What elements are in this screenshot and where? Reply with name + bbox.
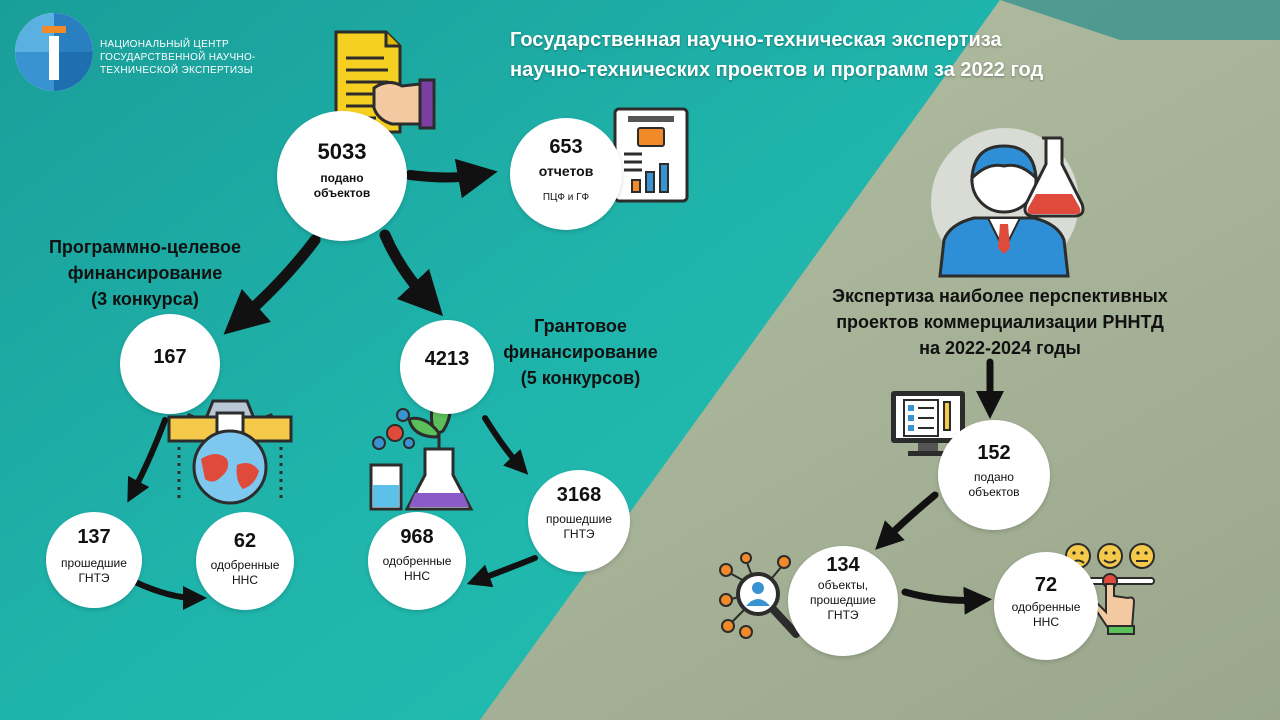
- page-title: Государственная научно-техническая экспе…: [510, 25, 1043, 85]
- reports-value: 653: [549, 136, 583, 158]
- node-ptf-approved: 62 одобренные ННС: [196, 512, 294, 610]
- magnifier-network-icon: [719, 552, 800, 639]
- arrow-grant-passed-to-approved: [466, 555, 538, 588]
- node-ptf: 167: [120, 314, 220, 414]
- arrow-to-grant-passed: [482, 415, 529, 475]
- label-line: Программно-целевое: [48, 237, 242, 257]
- org-line: ГОСУДАРСТВЕННОЙ НАУЧНО-: [100, 52, 256, 63]
- grant-approved-caption: одобренные ННС: [368, 554, 466, 584]
- label-line: (5 конкурсов): [520, 368, 641, 388]
- rnntd-passed-caption: объекты, прошедшие ГНТЭ: [788, 578, 898, 623]
- caption-line: подано: [974, 470, 1014, 484]
- node-submitted: 5033 подано объектов: [277, 111, 407, 241]
- ptf-approved-caption: одобренные ННС: [196, 558, 294, 588]
- caption-line: одобренные: [1011, 600, 1081, 614]
- node-ptf-passed: 137 прошедшие ГНТЭ: [46, 512, 142, 608]
- rnntd-passed-value: 134: [826, 554, 860, 576]
- label-line: Грантовое: [534, 316, 627, 336]
- caption-line: ННС: [404, 569, 430, 583]
- caption-line: прошедшие: [810, 593, 876, 607]
- rnntd-label: Экспертиза наиболее перспективных проект…: [790, 283, 1210, 361]
- label-line: проектов коммерциализации РННТД: [836, 312, 1164, 332]
- org-line: ТЕХНИЧЕСКОЙ ЭКСПЕРТИЗЫ: [100, 65, 253, 76]
- label-line: Экспертиза наиболее перспективных: [832, 286, 1168, 306]
- computer-checklist-icon: [891, 391, 965, 456]
- arrow-ptf-passed-to-approved: [132, 579, 207, 610]
- label-line: финансирование: [503, 342, 658, 362]
- submitted-value: 5033: [317, 139, 367, 164]
- org-line: НАЦИОНАЛЬНЫЙ ЦЕНТР: [100, 39, 229, 50]
- ptf-passed-caption: прошедшие ГНТЭ: [46, 556, 142, 586]
- reports-label: отчетов: [538, 163, 594, 179]
- node-grant: 4213: [400, 320, 494, 414]
- ptf-value: 167: [153, 346, 187, 368]
- caption-line: ННС: [1033, 615, 1059, 629]
- caption-line: одобренные: [210, 558, 280, 572]
- rnntd-submitted-caption: подано объектов: [938, 470, 1050, 500]
- node-rnntd-passed: 134 объекты, прошедшие ГНТЭ: [788, 546, 898, 656]
- caption-line: объектов: [968, 485, 1020, 499]
- caption-line: ННС: [232, 573, 258, 587]
- caption-line: объекты,: [817, 578, 869, 592]
- title-line: Государственная научно-техническая экспе…: [510, 29, 1002, 51]
- node-grant-approved: 968 одобренные ННС: [368, 512, 466, 610]
- ptf-approved-value: 62: [233, 530, 257, 552]
- arrow-to-ptf: [223, 234, 321, 335]
- caption-line: одобренные: [382, 554, 452, 568]
- scientist-icon: [931, 128, 1085, 278]
- title-line: научно-технических проектов и программ з…: [510, 59, 1044, 81]
- caption-line: ГНТЭ: [827, 608, 859, 622]
- caption-line: прошедшие: [61, 556, 127, 570]
- label-line: финансирование: [67, 263, 223, 283]
- grant-approved-value: 968: [400, 526, 434, 548]
- gear-flask-globe-icon: [167, 399, 293, 505]
- caption-line: подано: [320, 171, 364, 185]
- grant-value: 4213: [424, 348, 470, 370]
- arrow-to-reports: [405, 158, 498, 199]
- plant-flask-icon: [369, 391, 474, 511]
- node-grant-passed: 3168 прошедшие ГНТЭ: [528, 470, 630, 572]
- rnntd-submitted-value: 152: [977, 442, 1011, 464]
- arrow-to-ptf-passed: [127, 417, 168, 503]
- grant-passed-value: 3168: [556, 484, 602, 506]
- caption-line: ГНТЭ: [78, 571, 110, 585]
- node-reports: 653 отчетов ПЦФ и ГФ: [510, 118, 622, 230]
- node-rnntd-approved: 72 одобренные ННС: [994, 552, 1098, 660]
- caption-line: ГНТЭ: [563, 527, 595, 541]
- submitted-caption: подано объектов: [277, 171, 407, 201]
- reports-note: ПЦФ и ГФ: [542, 192, 590, 203]
- arrow-to-grant: [379, 229, 444, 317]
- rnntd-approved-caption: одобренные ННС: [994, 600, 1098, 630]
- ptf-passed-value: 137: [77, 526, 111, 548]
- grant-label: Грантовое финансирование (5 конкурсов): [488, 313, 673, 391]
- report-chart-icon: [613, 107, 689, 203]
- arrow-to-rnntd-passed: [875, 491, 939, 550]
- label-line: (3 конкурса): [91, 289, 199, 309]
- caption-line: прошедшие: [546, 512, 612, 526]
- ptf-label: Программно-целевое финансирование (3 кон…: [30, 234, 260, 312]
- label-line: на 2022-2024 годы: [919, 338, 1081, 358]
- org-name: НАЦИОНАЛЬНЫЙ ЦЕНТР ГОСУДАРСТВЕННОЙ НАУЧН…: [100, 38, 256, 77]
- rnntd-approved-value: 72: [1034, 574, 1058, 596]
- caption-line: объектов: [313, 186, 371, 200]
- logo-icon: [15, 13, 93, 91]
- arrow-to-rnntd-approved: [901, 586, 992, 615]
- node-rnntd-submitted: 152 подано объектов: [938, 420, 1050, 530]
- grant-passed-caption: прошедшие ГНТЭ: [528, 512, 630, 542]
